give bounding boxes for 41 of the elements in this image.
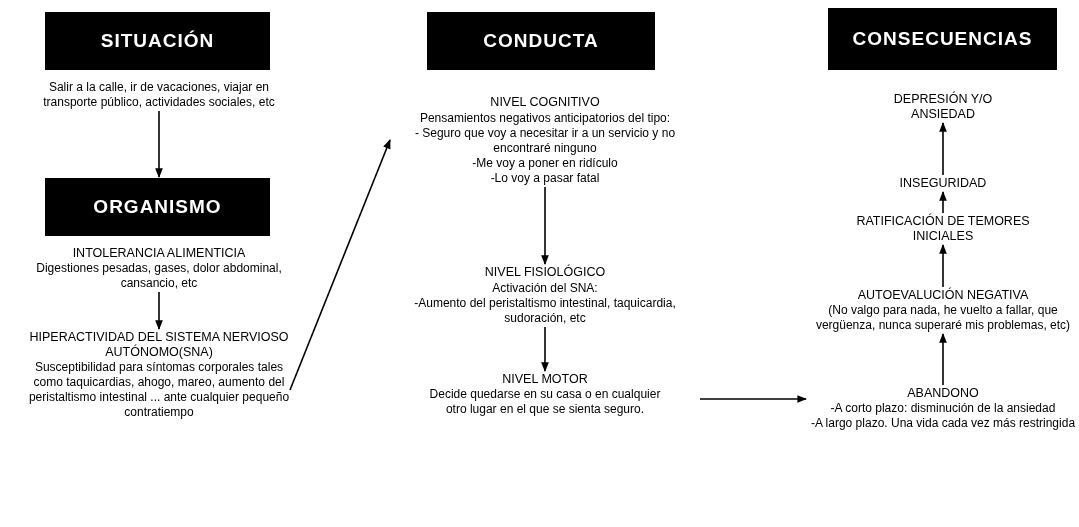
header-title: CONDUCTA <box>483 30 599 52</box>
description-text: Salir a la calle, ir de vacaciones, viajar en transporte público, actividades sociales, etc <box>42 80 276 110</box>
description-text: -A largo plazo. Una vida cada vez más restringida <box>809 416 1077 431</box>
consequence-heading: DEPRESIÓN Y/O ANSIEDAD <box>892 92 994 122</box>
arrow <box>939 122 947 176</box>
arrow <box>155 110 163 178</box>
level-heading: INTOLERANCIA ALIMENTICIA <box>71 246 247 261</box>
level-heading: NIVEL COGNITIVO <box>489 95 601 110</box>
header-box <box>45 12 270 70</box>
description-text: (No valgo para nada, he vuelto a fallar, que vergüenza, nunca superaré mis problemas, etc) <box>814 303 1072 333</box>
description-text: -Me voy a poner en ridículo <box>471 156 619 171</box>
header-title: ORGANISMO <box>93 196 222 218</box>
header-box <box>45 178 270 236</box>
header-box <box>427 12 655 70</box>
level-heading: NIVEL FISIOLÓGICO <box>483 265 607 280</box>
level-heading: ABANDONO <box>906 386 980 401</box>
level-heading: NIVEL MOTOR <box>501 372 589 387</box>
description-text: - Seguro que voy a necesitar ir a un servicio y no encontraré ninguno <box>413 126 677 156</box>
header-title: CONSECUENCIAS <box>852 28 1033 50</box>
description-text: Pensamientos negativos anticipatorios del tipo: <box>418 111 672 126</box>
description-text: -Lo voy a pasar fatal <box>489 171 601 186</box>
arrow <box>699 395 807 403</box>
description-text: Digestiones pesadas, gases, dolor abdominal, cansancio, etc <box>35 261 283 291</box>
level-heading: HIPERACTIVIDAD DEL SISTEMA NERVIOSO AUTÓNOMO(SNA) <box>28 330 290 360</box>
consequence-heading: INSEGURIDAD <box>898 176 988 191</box>
description-text: -A corto plazo: disminución de la ansiedad <box>829 401 1057 416</box>
header-title: SITUACIÓN <box>100 30 215 52</box>
description-text: Susceptibilidad para síntomas corporales tales como taquicardias, ahogo, mareo, aumento del peristaltismo intestinal ... ante cualquier pequeño contratiempo <box>28 360 290 420</box>
description-text: -Aumento del peristaltismo intestinal, taquicardia, sudoración, etc <box>413 296 677 326</box>
header-box <box>828 8 1057 70</box>
description-text: Activación del SNA: <box>491 281 599 296</box>
description-text: Decide quedarse en su casa o en cualquier otro lugar en el que se sienta seguro. <box>428 387 662 417</box>
consequence-heading: RATIFICACIÓN DE TEMORES INICIALES <box>855 214 1031 244</box>
arrow <box>939 244 947 288</box>
arrow <box>289 139 391 391</box>
arrow <box>939 191 947 214</box>
arrow <box>541 326 549 372</box>
arrow <box>939 333 947 386</box>
level-heading: AUTOEVALUCIÓN NEGATIVA <box>856 288 1030 303</box>
arrow <box>541 186 549 265</box>
arrow <box>155 291 163 330</box>
